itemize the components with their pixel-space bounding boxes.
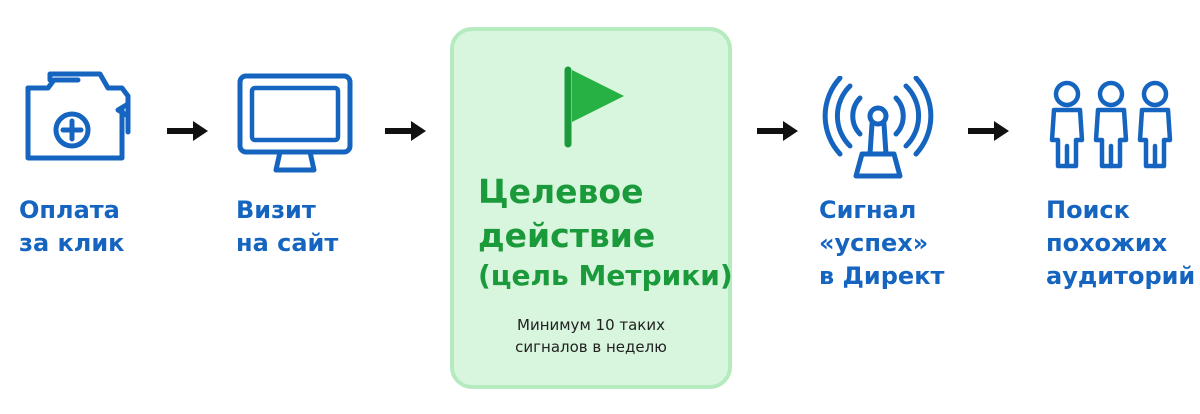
step-label-line: в Директ <box>819 262 945 290</box>
step-label-line: Сигнал <box>819 196 917 224</box>
wallet-plus-icon <box>20 70 134 164</box>
step-label-visit: Визит на сайт <box>236 194 338 260</box>
card-title-line: (цель Метрики) <box>478 259 733 292</box>
card-note-line: сигналов в неделю <box>515 338 667 356</box>
step-label-line: за клик <box>19 229 125 257</box>
step-label-audiences: Поиск похожих аудиторий <box>1046 194 1195 293</box>
card-title-line: действие <box>478 216 656 255</box>
monitor-icon <box>236 72 354 178</box>
flag-icon <box>562 66 628 148</box>
arrow-right-icon <box>385 120 427 142</box>
step-label-line: на сайт <box>236 229 339 257</box>
arrow-right-icon <box>968 120 1010 142</box>
step-label-line: аудиторий <box>1046 262 1196 290</box>
target-action-title: Целевое действие (цель Метрики) <box>478 170 733 294</box>
step-label-line: Оплата <box>19 196 120 224</box>
arrow-right-icon <box>757 120 799 142</box>
step-label-line: «успех» <box>819 229 929 257</box>
step-label-payment: Оплата за клик <box>19 194 124 260</box>
step-label-line: похожих <box>1046 229 1168 257</box>
step-label-line: Визит <box>236 196 316 224</box>
arrow-right-icon <box>167 120 209 142</box>
card-title-line: Целевое <box>478 172 644 211</box>
card-note-line: Минимум 10 таких <box>517 316 665 334</box>
target-action-note: Минимум 10 таких сигналов в неделю <box>460 314 722 358</box>
antenna-signal-icon <box>820 76 936 182</box>
step-label-line: Поиск <box>1046 196 1130 224</box>
step-label-signal: Сигнал «успех» в Директ <box>819 194 944 293</box>
people-group-icon <box>1046 80 1176 170</box>
